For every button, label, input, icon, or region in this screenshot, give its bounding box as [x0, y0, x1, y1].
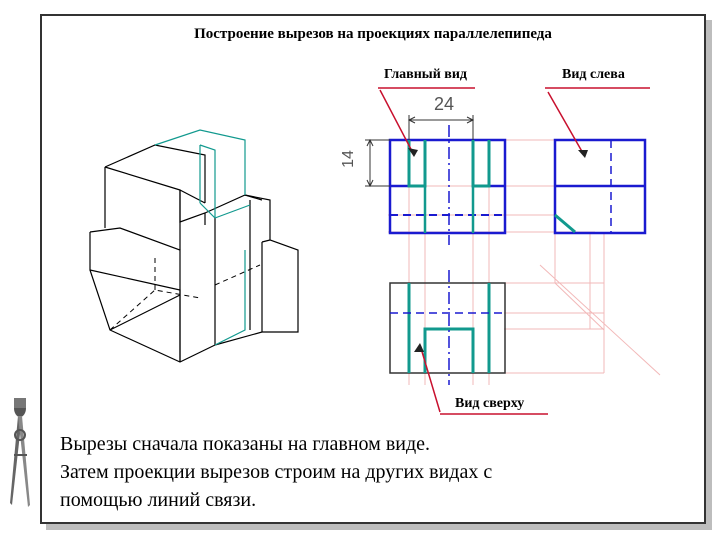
- leader-lines: [378, 87, 650, 415]
- compass-icon: [10, 398, 30, 507]
- front-view: [388, 125, 507, 245]
- frame-shadow-right: [706, 20, 712, 530]
- dimension-width-label: 24: [434, 94, 455, 114]
- caption-line-1: Вырезы сначала показаны на главном виде.: [60, 433, 431, 455]
- projection-lines: [388, 139, 661, 385]
- left-view: [553, 138, 647, 235]
- isometric-cutout: [154, 129, 251, 346]
- dimension-height-label: 14: [339, 150, 357, 168]
- frame-shadow-bottom: [46, 524, 712, 530]
- isometric-drawing: [89, 144, 299, 363]
- top-view: [389, 270, 506, 385]
- left-view-label: Вид слева: [562, 67, 625, 82]
- front-cutout: [407, 140, 427, 188]
- dimension-lines: [365, 115, 475, 188]
- caption-line-3: помощью линий связи.: [60, 489, 257, 511]
- slide-frame: [40, 14, 706, 524]
- slide-title: Построение вырезов на проекциях параллел…: [194, 26, 552, 42]
- caption-text: Вырезы сначала показаны на главном виде.…: [60, 430, 660, 514]
- caption-line-2: Затем проекции вырезов строим на других …: [60, 461, 493, 483]
- top-view-outline: [389, 282, 506, 374]
- top-view-label: Вид сверху: [455, 396, 525, 411]
- top-cutout: [423, 327, 475, 373]
- main-view-label: Главный вид: [384, 67, 468, 82]
- isometric-hidden-lines: [109, 255, 261, 331]
